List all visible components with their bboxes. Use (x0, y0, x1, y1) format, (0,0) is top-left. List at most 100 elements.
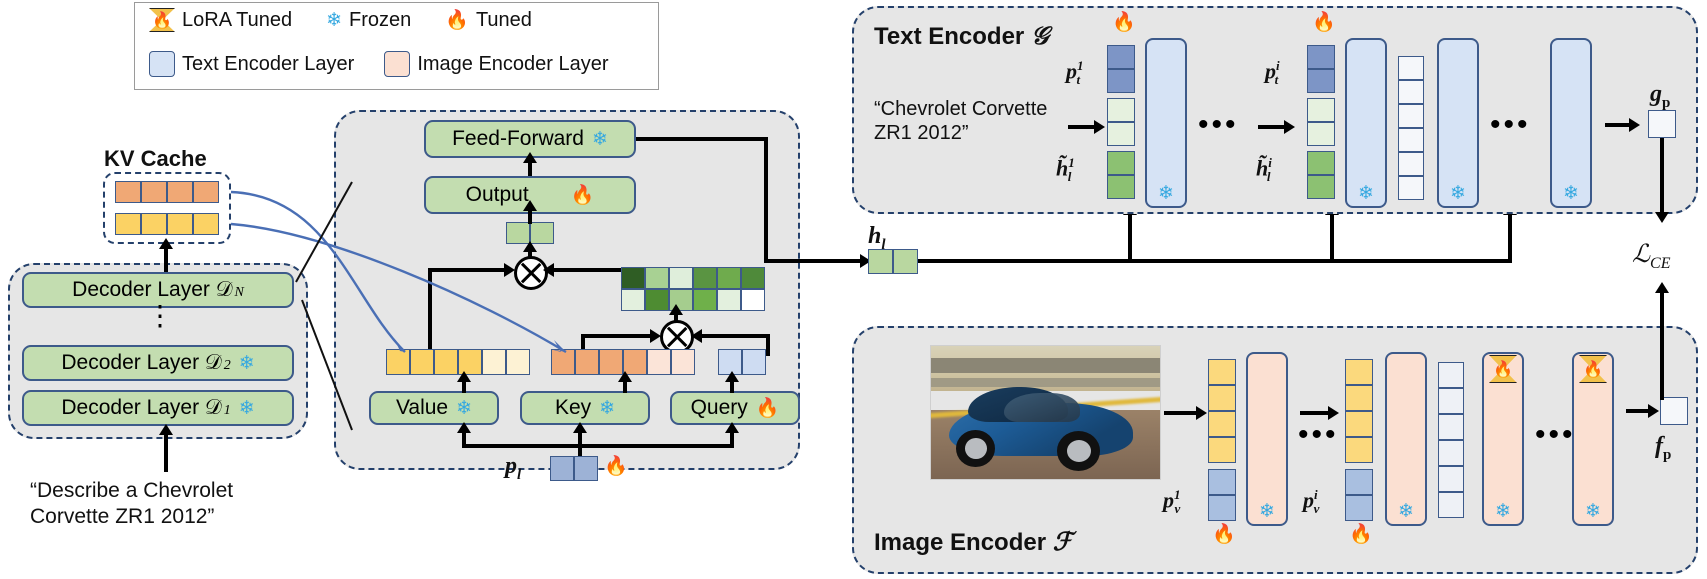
kv-cache-value-row (115, 213, 219, 235)
text-token-cell (1107, 98, 1135, 122)
text-hidden-cell (1307, 151, 1335, 175)
arrow-kv-shaft (164, 247, 168, 272)
text-encoder-layer-i[interactable]: ❄ (1345, 38, 1387, 208)
arrow-query-up-shaft (730, 379, 734, 393)
key-cell (575, 349, 599, 375)
arrow-image-out-head (1648, 404, 1659, 418)
flame-icon: 🔥 (1112, 12, 1136, 33)
kv-value-cell (167, 213, 193, 235)
line-query-to-mullow-h (699, 334, 770, 338)
key-cell (551, 349, 575, 375)
feed-forward-label: Feed-Forward (452, 127, 584, 150)
input-image-thumbnail (930, 345, 1161, 480)
value-module[interactable]: Value ❄ (369, 391, 499, 425)
output-module[interactable]: Output 🔥 (424, 176, 636, 214)
decoder-layer-n-sub: N (234, 285, 244, 300)
arrow-context-out-shaft (528, 208, 532, 224)
pl-input-cell (574, 456, 598, 481)
image-token-stack-i (1345, 359, 1373, 521)
bus-hl-riser-2 (1330, 212, 1334, 262)
text-hidden-1-label: h̃1l (1056, 155, 1075, 185)
loss-sub: CE (1650, 255, 1671, 272)
text-layer-swatch (149, 51, 175, 77)
image-blank-stack (1438, 362, 1464, 518)
flame-icon: 🔥 (604, 456, 628, 477)
image-prompt-i-symbol: p (1303, 487, 1314, 513)
key-cell (599, 349, 623, 375)
loss-label: ℒCE (1632, 240, 1670, 274)
text-encoder-layer-1[interactable]: ❄ (1145, 38, 1187, 208)
image-encoder-layer-i[interactable]: ❄ (1385, 352, 1427, 526)
pl-input-label: pl (505, 452, 521, 484)
bus-pl-query-riser (730, 428, 734, 446)
legend-item-lora: 🔥 LoRA Tuned (149, 8, 292, 32)
photo-windshield (1004, 392, 1080, 422)
photo-guardrail (931, 377, 1160, 388)
blank-cell (1438, 362, 1464, 388)
snowflake-icon: ❄ (456, 397, 473, 419)
text-token-cell (1307, 98, 1335, 122)
hidden-state-sub: l (881, 236, 886, 253)
bus-hl-riser-3 (1508, 212, 1512, 262)
image-token-stack-1 (1208, 359, 1236, 521)
arrow-key-up-shaft (623, 379, 627, 393)
text-hidden-1-sub: l (1067, 168, 1072, 184)
query-vector (718, 349, 766, 375)
text-caption-line1: “Chevrolet Corvette (874, 98, 1048, 120)
text-hidden-cell (1107, 175, 1135, 199)
flame-icon: 🔥 (1212, 524, 1236, 545)
bus-pl-query-head (725, 422, 739, 433)
image-prompt-i-sup: i (1314, 487, 1318, 502)
legend-label-image-layer: Image Encoder Layer (417, 52, 609, 75)
arrow-image-to-tokens (1164, 411, 1198, 415)
llm-prompt-line2: Corvette ZR1 2012” (30, 504, 215, 528)
legend-row-top: 🔥 LoRA Tuned ❄ Frozen 🔥 Tuned (149, 8, 532, 32)
line-query-to-mullow-v (766, 334, 770, 356)
loss-arrow-from-g (1655, 212, 1669, 223)
llm-prompt-text: “Describe a Chevrolet Corvette ZR1 2012” (30, 478, 233, 529)
bus-pl-key-riser (578, 428, 582, 446)
arrow-query-mullow-head (691, 329, 702, 343)
attention-heatmap-row (621, 267, 765, 289)
text-encoder-layer-next[interactable]: ❄ (1437, 38, 1479, 208)
snowflake-icon: ❄ (599, 397, 616, 419)
snowflake-icon: ❄ (1358, 183, 1374, 204)
arrow-key-mullow-head (650, 329, 661, 343)
text-encoder-ellipsis-2: ••• (1490, 108, 1531, 141)
text-encoder-ellipsis-1: ••• (1198, 108, 1239, 141)
text-prompt-i-symbol: p (1265, 58, 1276, 84)
snowflake-icon: ❄ (1495, 501, 1511, 522)
query-cell (742, 349, 766, 375)
text-prompt-1-label: p1t (1066, 58, 1084, 88)
blank-cell (1398, 152, 1424, 176)
text-caption-line2: ZR1 2012” (874, 122, 969, 145)
text-hidden-1-sup: 1 (1068, 155, 1075, 170)
text-encoder-title-label: Text Encoder (874, 23, 1025, 50)
key-module[interactable]: Key ❄ (520, 391, 650, 425)
blank-cell (1398, 104, 1424, 128)
text-encoder-caption: “Chevrolet Corvette ZR1 2012” (874, 97, 1047, 146)
hidden-state-symbol: h (868, 223, 882, 249)
flame-icon: 🔥 (1312, 12, 1336, 33)
legend-row-bottom: Text Encoder Layer Image Encoder Layer (149, 51, 609, 77)
text-output-sub: p (1662, 94, 1671, 111)
snowflake-icon: ❄ (1450, 183, 1466, 204)
image-patch-cell (1345, 437, 1373, 463)
query-module[interactable]: Query 🔥 (670, 391, 800, 425)
value-cell (458, 349, 482, 375)
line-key-to-mullow-h (581, 334, 652, 338)
image-encoder-layer-1[interactable]: ❄ (1246, 352, 1288, 526)
legend-item-tuned: 🔥 Tuned (445, 9, 532, 32)
arrow-caption-to-tokens (1068, 125, 1096, 129)
image-encoder-ellipsis-1: ••• (1298, 418, 1339, 451)
image-prompt-cell (1345, 469, 1373, 495)
text-hidden-i-symbol: h̃ (1256, 155, 1269, 181)
kv-value-cell (141, 213, 167, 235)
text-encoder-layer-last[interactable]: ❄ (1550, 38, 1592, 208)
text-prompt-cell (1107, 45, 1135, 69)
key-cell (647, 349, 671, 375)
image-patch-cell (1208, 359, 1236, 385)
loss-line-from-f (1660, 290, 1664, 400)
